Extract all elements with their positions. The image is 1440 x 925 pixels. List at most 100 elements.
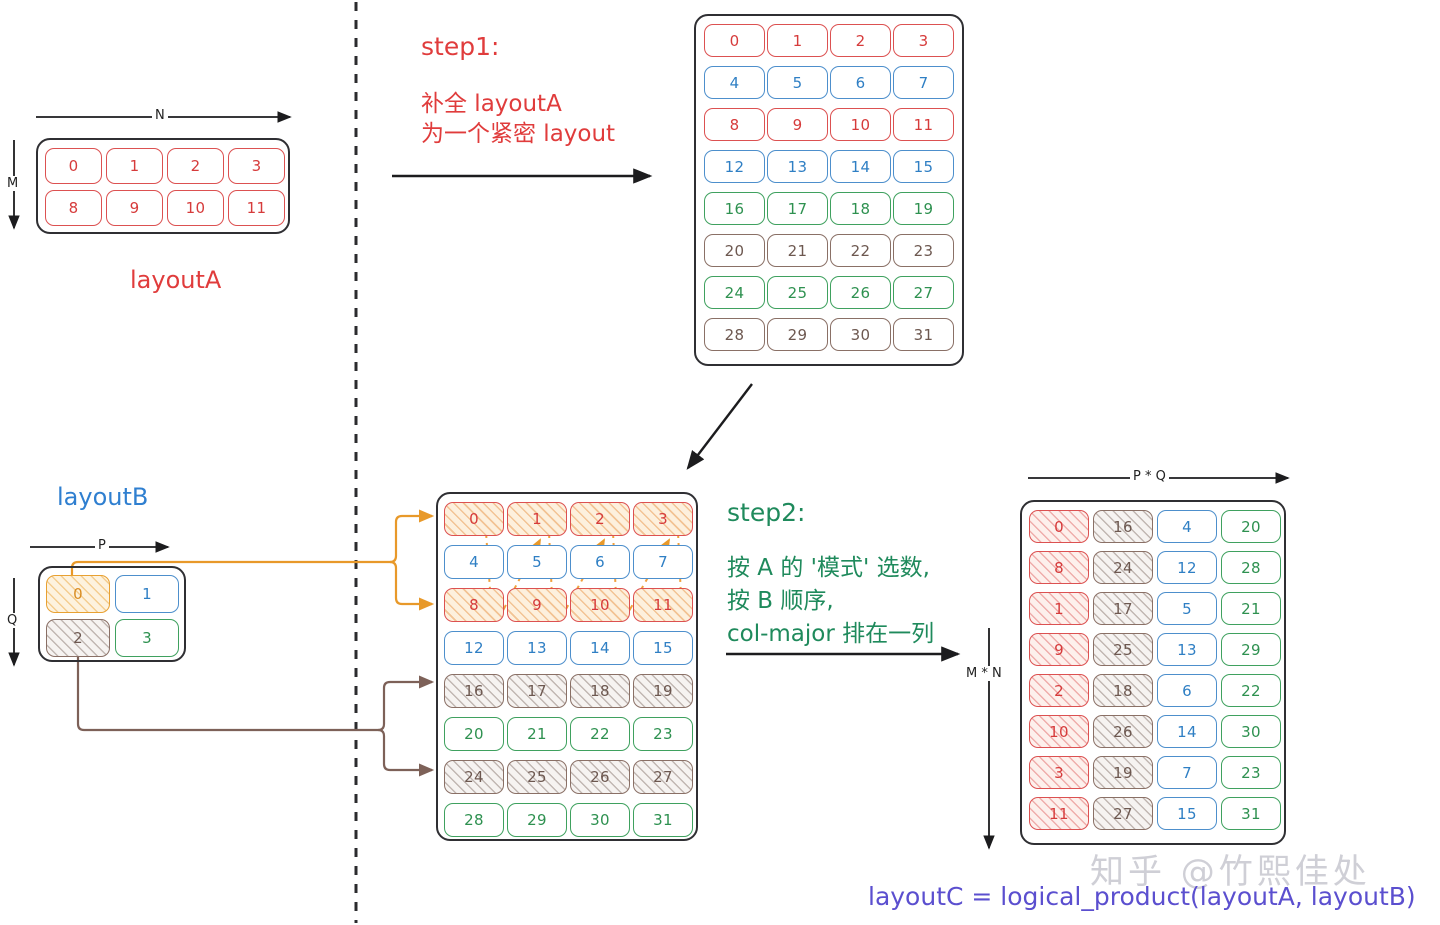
layout-c-cell: 7 — [1157, 756, 1217, 789]
layout-c-frame — [1020, 500, 1286, 845]
layout-c-cell: 29 — [1221, 633, 1281, 666]
caption: layoutC = logical_product(layoutA, layou… — [868, 882, 1416, 911]
select-grid-cell: 21 — [507, 717, 567, 751]
dense-grid-cell: 11 — [893, 108, 954, 141]
layout-a-cell: 11 — [228, 190, 285, 226]
select-grid-cell: 27 — [633, 760, 693, 794]
select-grid-cell: 17 — [507, 674, 567, 708]
dense-grid-cell: 14 — [830, 150, 891, 183]
dense-grid-cell: 12 — [704, 150, 765, 183]
axis-label-q: Q — [4, 613, 21, 628]
axis-label-mn: M * N — [963, 666, 1005, 681]
dense-grid-cell: 26 — [830, 276, 891, 309]
select-grid-cell: 20 — [444, 717, 504, 751]
layout-c-cell: 19 — [1093, 756, 1153, 789]
axis-label-p: P — [95, 538, 109, 553]
layout-c-cell: 16 — [1093, 510, 1153, 543]
dense-grid-cell: 28 — [704, 318, 765, 351]
layout-c-cell: 0 — [1029, 510, 1089, 543]
layout-c-cell: 1 — [1029, 592, 1089, 625]
dense-grid-cell: 5 — [767, 66, 828, 99]
layout-c-cell: 11 — [1029, 797, 1089, 830]
layout-c-cell: 14 — [1157, 715, 1217, 748]
select-grid-cell: 12 — [444, 631, 504, 665]
dense-grid-cell: 31 — [893, 318, 954, 351]
layout-c-cell: 8 — [1029, 551, 1089, 584]
layout-a-cell: 1 — [106, 148, 163, 184]
layout-c-cell: 25 — [1093, 633, 1153, 666]
layout-a-cell: 0 — [45, 148, 102, 184]
select-grid-cell: 30 — [570, 803, 630, 837]
layout-c-cell: 24 — [1093, 551, 1153, 584]
layout-a-cell: 2 — [167, 148, 224, 184]
layout-c-cell: 12 — [1157, 551, 1217, 584]
layout-a-cell: 9 — [106, 190, 163, 226]
select-grid-cell: 13 — [507, 631, 567, 665]
layout-a-cell: 10 — [167, 190, 224, 226]
layout-c-cell: 21 — [1221, 592, 1281, 625]
select-grid-cell: 19 — [633, 674, 693, 708]
dense-grid-cell: 16 — [704, 192, 765, 225]
layout-c-cell: 4 — [1157, 510, 1217, 543]
select-grid-cell: 29 — [507, 803, 567, 837]
select-grid-cell: 1 — [507, 502, 567, 536]
select-grid-cell: 28 — [444, 803, 504, 837]
layout-c-cell: 2 — [1029, 674, 1089, 707]
step2-desc-line1: 按 A 的 '模式' 选数, — [727, 555, 930, 581]
watermark: 知乎 @竹熙佳处 — [1090, 852, 1371, 892]
axis-label-n: N — [152, 108, 168, 123]
dense-grid-cell: 8 — [704, 108, 765, 141]
dense-grid-cell: 9 — [767, 108, 828, 141]
dense-grid-cell: 19 — [893, 192, 954, 225]
layout-c-cell: 20 — [1221, 510, 1281, 543]
dense-grid-cell: 29 — [767, 318, 828, 351]
select-grid-cell: 14 — [570, 631, 630, 665]
select-grid-cell: 7 — [633, 545, 693, 579]
select-grid-cell: 10 — [570, 588, 630, 622]
dense-grid-cell: 15 — [893, 150, 954, 183]
dense-grid-cell: 6 — [830, 66, 891, 99]
select-grid-cell: 9 — [507, 588, 567, 622]
select-grid-cell: 6 — [570, 545, 630, 579]
layout-c-cell: 3 — [1029, 756, 1089, 789]
layout-c-cell: 26 — [1093, 715, 1153, 748]
dense-grid-cell: 1 — [767, 24, 828, 57]
select-grid-frame — [436, 492, 698, 841]
dense-grid-cell: 20 — [704, 234, 765, 267]
select-grid-cell: 18 — [570, 674, 630, 708]
dense-grid-cell: 7 — [893, 66, 954, 99]
dense-grid-cell: 18 — [830, 192, 891, 225]
dense-grid-cell: 22 — [830, 234, 891, 267]
dense-grid-cell: 2 — [830, 24, 891, 57]
step2-label: step2: — [727, 498, 806, 527]
dense-grid-cell: 17 — [767, 192, 828, 225]
dense-grid-cell: 21 — [767, 234, 828, 267]
layout-c-cell: 6 — [1157, 674, 1217, 707]
dense-grid-cell: 10 — [830, 108, 891, 141]
layout-a-cell: 3 — [228, 148, 285, 184]
select-grid-cell: 11 — [633, 588, 693, 622]
layout-c-cell: 31 — [1221, 797, 1281, 830]
layout-b-cell: 3 — [115, 619, 179, 657]
layout-c-cell: 22 — [1221, 674, 1281, 707]
select-grid-cell: 24 — [444, 760, 504, 794]
layout-a-title: layoutA — [130, 266, 222, 294]
layout-c-cell: 30 — [1221, 715, 1281, 748]
select-grid-cell: 8 — [444, 588, 504, 622]
layout-a-cell: 8 — [45, 190, 102, 226]
layout-c-cell: 15 — [1157, 797, 1217, 830]
select-grid-cell: 31 — [633, 803, 693, 837]
select-grid-cell: 0 — [444, 502, 504, 536]
layout-c-cell: 10 — [1029, 715, 1089, 748]
layout-b-cell: 2 — [46, 619, 110, 657]
select-grid-cell: 4 — [444, 545, 504, 579]
dense-grid-cell: 3 — [893, 24, 954, 57]
step1-desc-line1: 补全 layoutA — [421, 91, 562, 117]
select-grid-cell: 5 — [507, 545, 567, 579]
select-grid-cell: 22 — [570, 717, 630, 751]
select-grid-cell: 16 — [444, 674, 504, 708]
layout-b-cell: 1 — [115, 575, 179, 613]
layout-c-cell: 13 — [1157, 633, 1217, 666]
axis-label-m: M — [4, 176, 22, 191]
layout-c-cell: 18 — [1093, 674, 1153, 707]
